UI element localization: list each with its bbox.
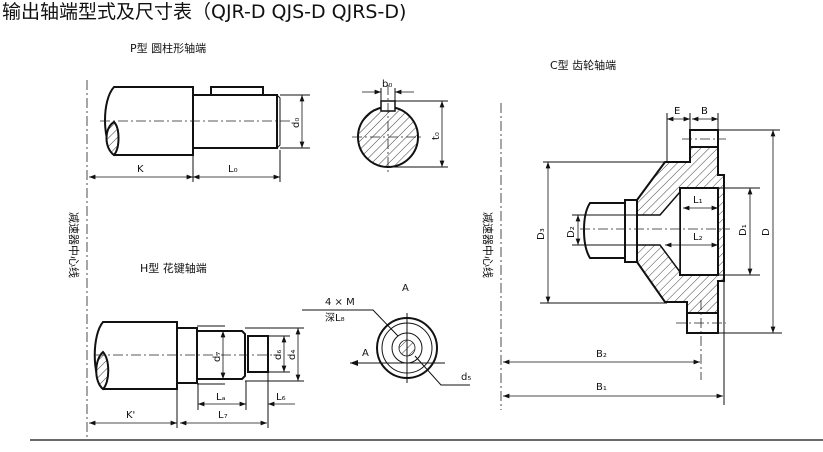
p-type-view: P型 圆柱形轴端 d₀ K L₀ b₀ t₀	[89, 41, 448, 182]
label-B: B	[701, 106, 708, 117]
label-L0: L₀	[228, 164, 238, 175]
label-d6: d₆	[273, 350, 284, 360]
p-type-title: P型 圆柱形轴端	[130, 41, 206, 55]
label-L7: L₇	[218, 410, 228, 421]
label-d0: d₀	[291, 118, 302, 128]
label-D1: D₁	[738, 224, 749, 236]
label-d5: d₅	[461, 372, 471, 383]
page-title: 输出轴端型式及尺寸表（QJR-D QJS-D QJRS-D)	[2, 1, 406, 23]
label-b0: b₀	[382, 79, 392, 90]
label-D: D	[761, 228, 772, 236]
c-type-view: C型 齿轮轴端 E B D D₁ L₁ L₂ D₃ D₂ B₂ B₁	[503, 58, 782, 405]
label-E: E	[674, 106, 680, 117]
label-La: Lₐ	[216, 392, 226, 403]
center-line-label-left: 减速器中心线	[67, 212, 81, 278]
center-line-label-right: 减速器中心线	[481, 212, 495, 278]
label-L2: L₂	[693, 232, 703, 243]
label-depth: 深L₈	[325, 312, 345, 324]
label-B1: B₁	[596, 382, 607, 393]
label-K-prime: K'	[126, 410, 135, 421]
h-type-title: H型 花键轴端	[140, 261, 207, 275]
label-D3: D₃	[536, 228, 547, 240]
label-L6: L₆	[276, 392, 286, 403]
label-holes: 4 × M	[325, 297, 355, 308]
c-type-title: C型 齿轮轴端	[550, 58, 616, 72]
label-L1: L₁	[693, 195, 703, 206]
label-t0: t₀	[431, 132, 442, 140]
label-d4: d₄	[287, 350, 298, 360]
label-B2: B₂	[596, 349, 607, 360]
label-A-left: A	[362, 348, 369, 359]
label-A-top: A	[402, 283, 409, 294]
h-type-view: H型 花键轴端 d₇ d₆ d₄ Lₐ L₆ K' L₇ A A	[89, 261, 471, 428]
label-K: K	[137, 164, 144, 175]
label-D2: D₂	[566, 226, 577, 238]
label-d7: d₇	[212, 352, 223, 362]
